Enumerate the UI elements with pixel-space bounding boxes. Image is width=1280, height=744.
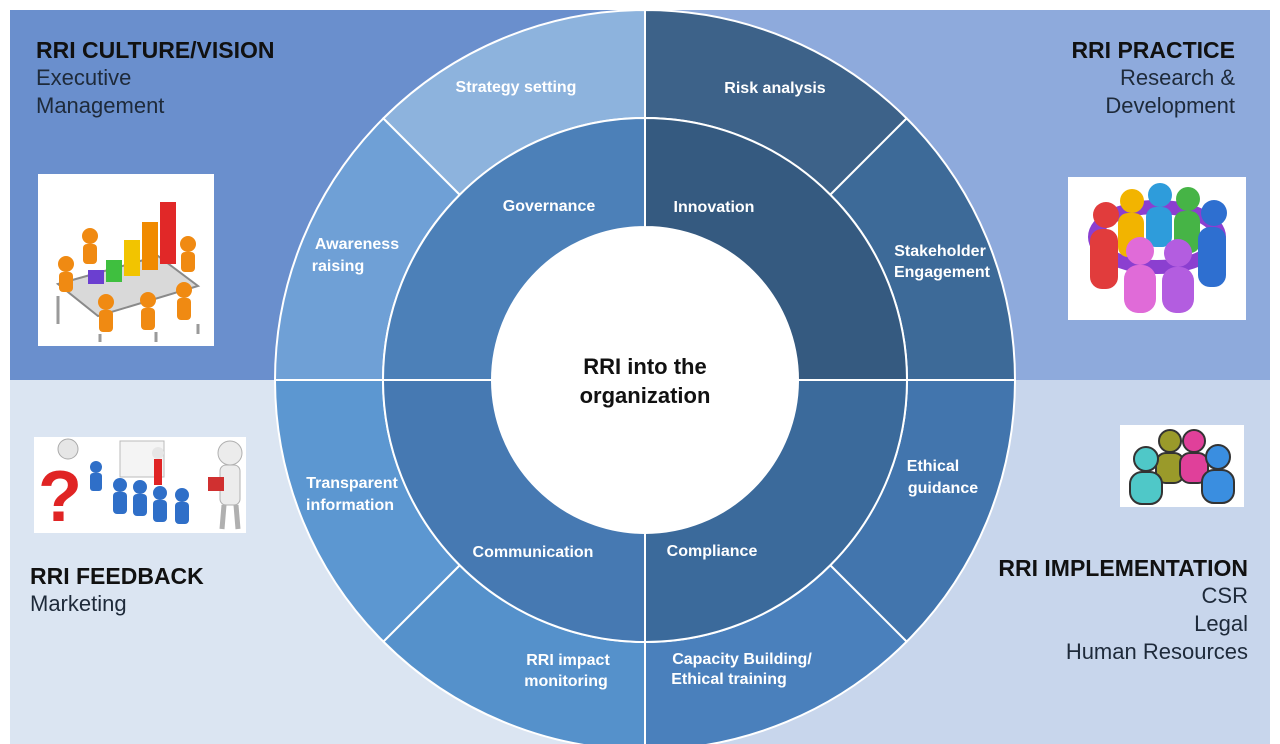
center-label-line-1: RRI into the [583, 354, 706, 379]
outer-label-capacity-1: Capacity Building/ [672, 651, 812, 668]
center-label-line-2: organization [580, 383, 711, 408]
implementation-line-2: Legal [1194, 611, 1248, 636]
outer-label-risk-analysis: Risk analysis [724, 80, 826, 97]
outer-label-stakeholder-2: Engagement [894, 264, 991, 281]
inner-label-compliance: Compliance [667, 543, 758, 560]
culture-vision-title: RRI CULTURE/VISION [36, 37, 275, 63]
outer-label-stakeholder-1: Stakeholder [894, 243, 986, 260]
outer-label-transparent-2: information [306, 497, 394, 514]
practice-line-2: Development [1105, 93, 1235, 118]
implementation-line-3: Human Resources [1065, 639, 1248, 664]
feedback-text: RRI FEEDBACK Marketing [30, 562, 204, 618]
implementation-line-1: CSR [1201, 583, 1248, 608]
practice-text: RRI PRACTICE Research & Development [1071, 36, 1235, 120]
culture-vision-line-1: Executive [36, 65, 132, 90]
center-circle [492, 227, 798, 533]
feedback-line-1: Marketing [30, 591, 127, 616]
outer-label-impact-1: RRI impact [526, 652, 610, 669]
feedback-title: RRI FEEDBACK [30, 563, 204, 589]
team-people-icon [1120, 425, 1244, 507]
svg-text:?: ? [38, 457, 82, 533]
inner-label-communication: Communication [473, 544, 594, 561]
outer-label-strategy-setting: Strategy setting [456, 79, 577, 96]
practice-line-1: Research & [1120, 65, 1235, 90]
culture-vision-text: RRI CULTURE/VISION Executive Management [36, 36, 275, 120]
outer-label-ethical-1: Ethical [907, 458, 959, 475]
question-presentation-icon: ? [34, 437, 246, 537]
outer-label-awareness-2: raising [312, 258, 364, 275]
outer-label-capacity-2: Ethical training [671, 671, 787, 688]
inner-label-governance: Governance [503, 198, 596, 215]
outer-label-impact-2: monitoring [524, 673, 608, 690]
implementation-title: RRI IMPLEMENTATION [998, 555, 1248, 581]
culture-vision-line-2: Management [36, 93, 165, 118]
people-circle-icon [1068, 177, 1246, 320]
outer-label-ethical-2: guidance [908, 480, 978, 497]
practice-title: RRI PRACTICE [1071, 37, 1235, 63]
outer-label-awareness-1: Awareness [315, 236, 399, 253]
outer-label-transparent-1: Transparent [306, 475, 398, 492]
meeting-table-icon [38, 174, 214, 346]
implementation-text: RRI IMPLEMENTATION CSR Legal Human Resou… [998, 554, 1248, 666]
inner-label-innovation: Innovation [674, 199, 755, 216]
